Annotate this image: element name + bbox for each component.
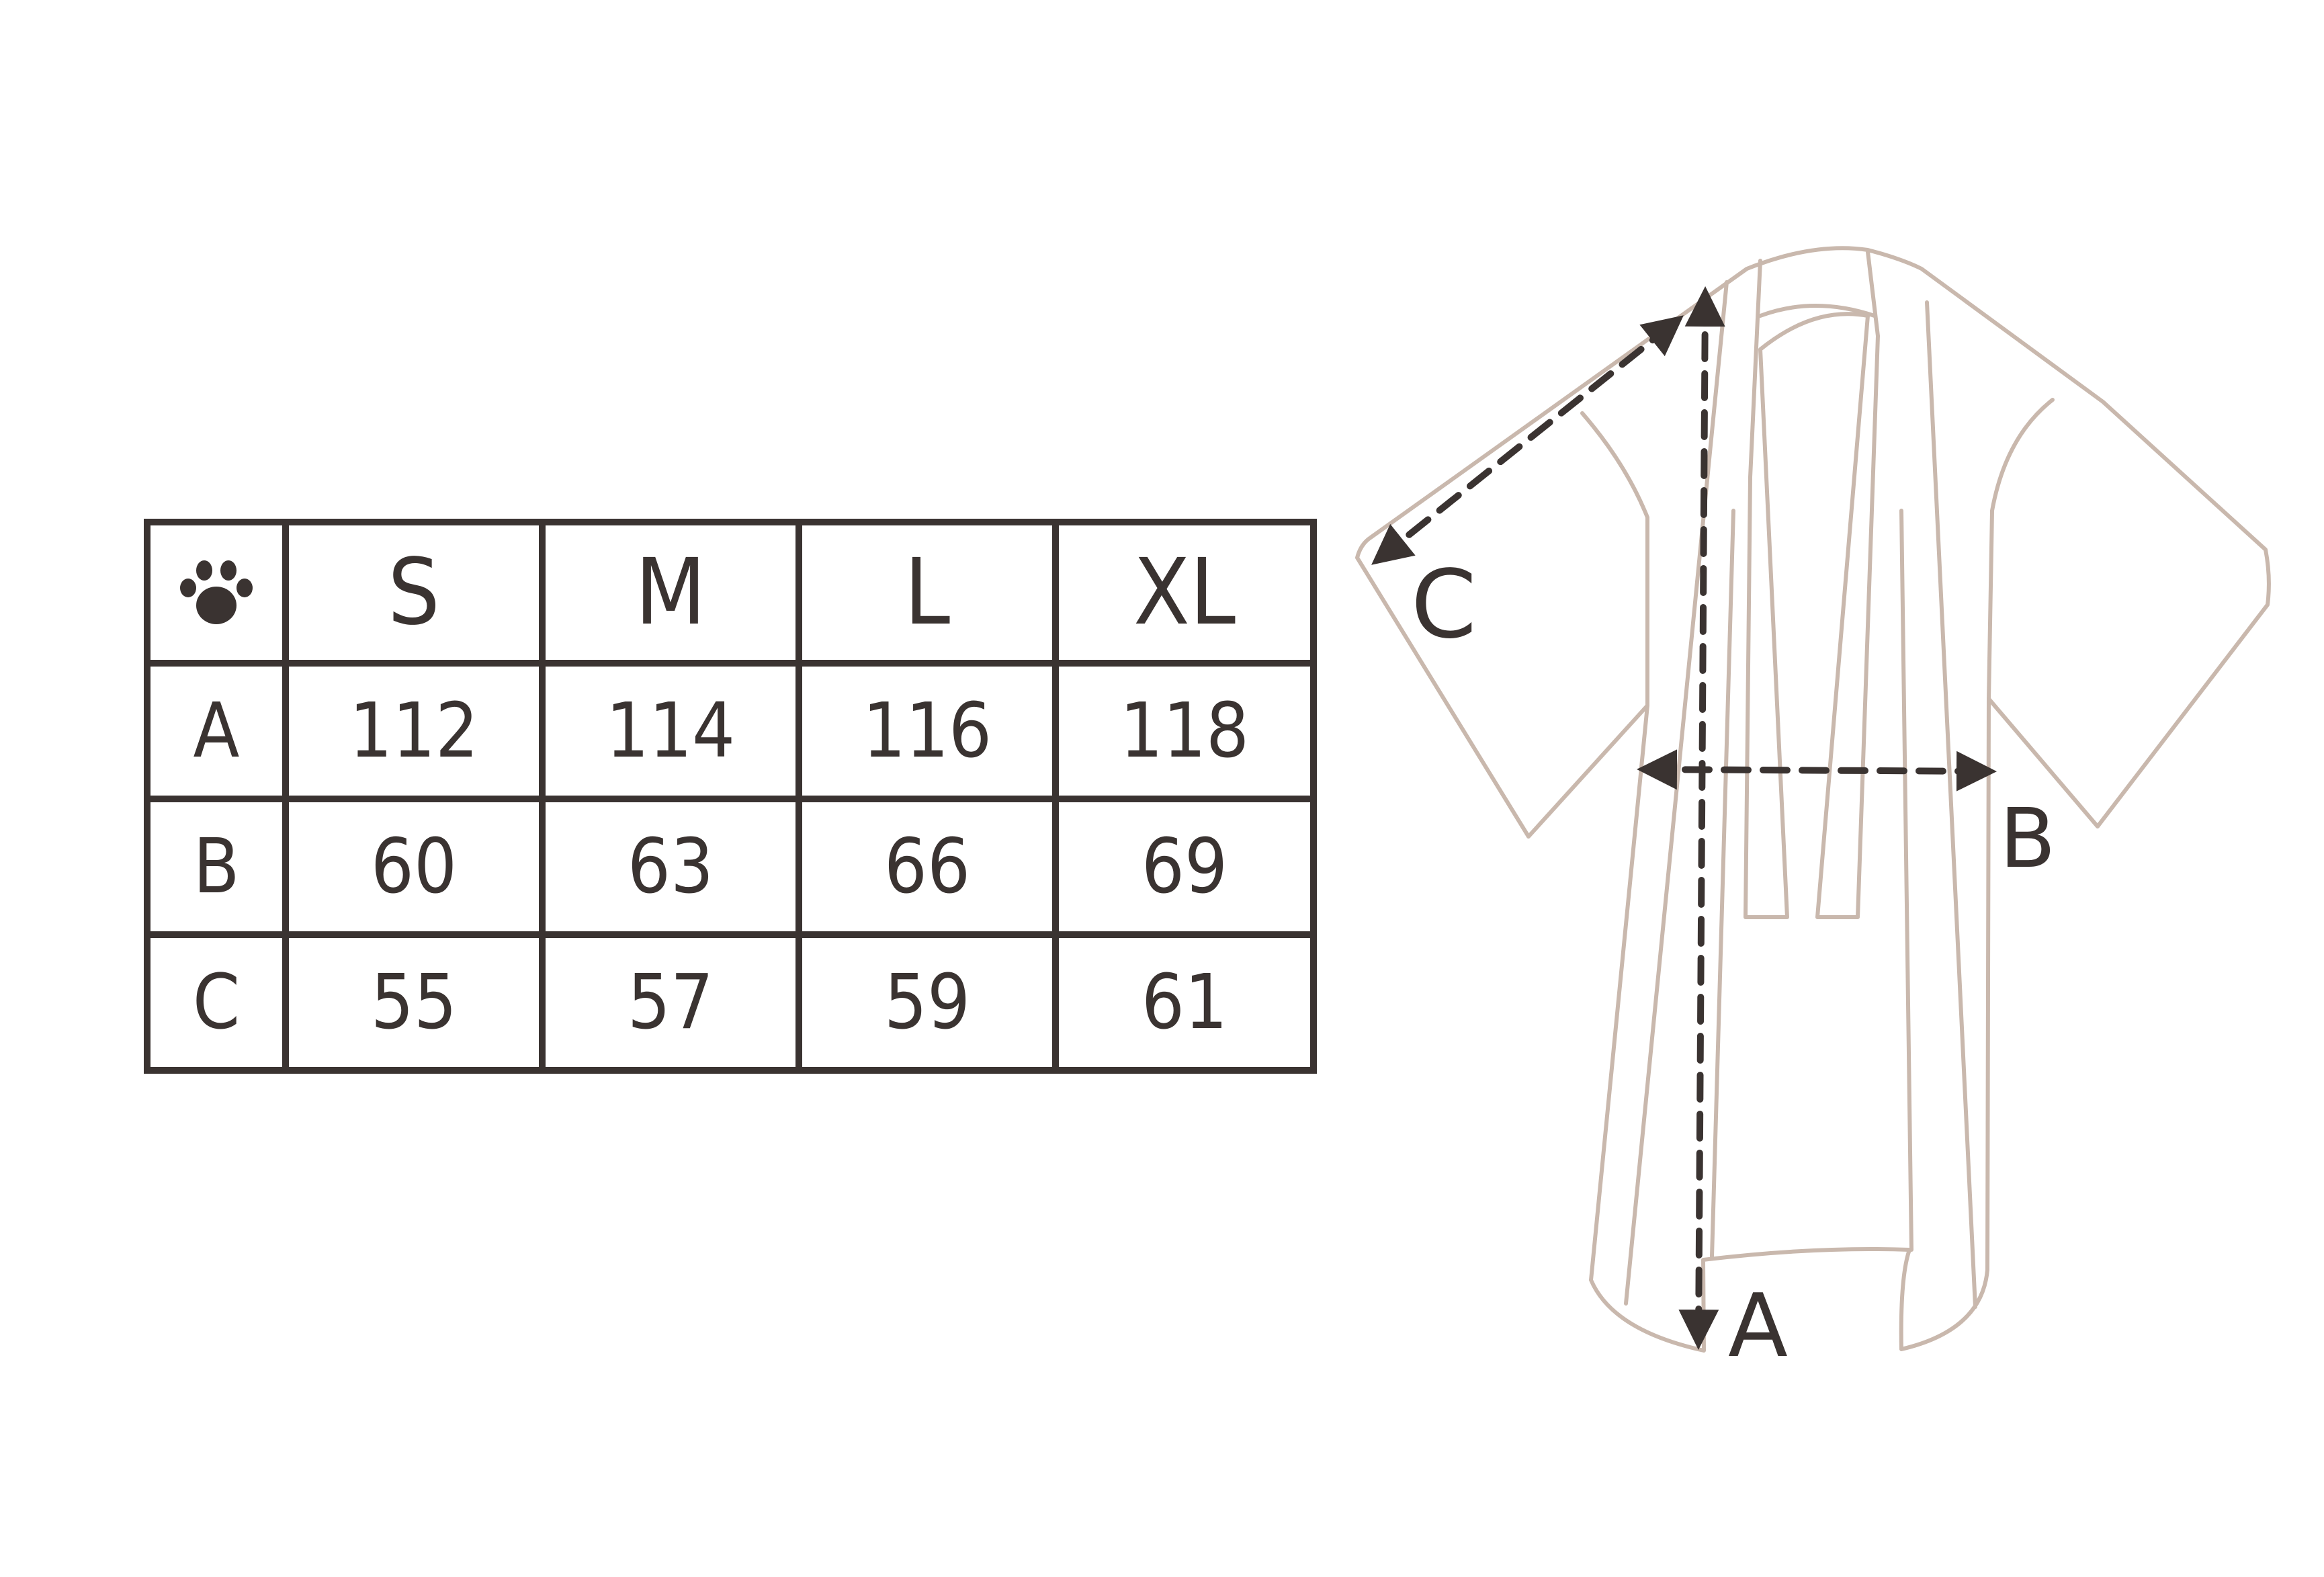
size-header-m: M bbox=[539, 519, 802, 667]
cell-a-xl: 118 bbox=[1052, 660, 1317, 802]
cell-a-s: 112 bbox=[282, 660, 546, 802]
kimono-outline-icon bbox=[1355, 246, 2271, 1353]
cell-c-m: 57 bbox=[539, 931, 802, 1074]
cell-a-l: 116 bbox=[795, 660, 1059, 802]
size-header-xl: XL bbox=[1052, 519, 1317, 667]
corner-cell bbox=[144, 519, 289, 667]
front-panel-line-right bbox=[1925, 300, 1977, 1309]
paw-icon bbox=[180, 560, 253, 624]
table-row: B 60 63 66 69 bbox=[144, 796, 1317, 938]
cell-b-m: 63 bbox=[539, 796, 802, 938]
right-sleeve-seam bbox=[1987, 398, 2055, 701]
kimono-body-outline bbox=[1355, 246, 2271, 1353]
label-a: A bbox=[1728, 1275, 1788, 1377]
cell-c-l: 59 bbox=[795, 931, 1059, 1074]
size-chart-table: S M L XL A 112 114 116 118 B 60 63 66 69… bbox=[144, 519, 1317, 1074]
cell-a-m: 114 bbox=[539, 660, 802, 802]
arrow-a-length bbox=[1678, 286, 1725, 1350]
left-sleeve-seam bbox=[1580, 411, 1649, 708]
table-row: C 55 57 59 61 bbox=[144, 931, 1317, 1074]
kimono-collar-inner bbox=[1758, 304, 1877, 318]
inner-panel-line-left bbox=[1710, 509, 1735, 1259]
row-label-a: A bbox=[144, 660, 289, 802]
table-row: A 112 114 116 118 bbox=[144, 660, 1317, 802]
size-header-row: S M L XL bbox=[144, 519, 1317, 667]
inner-panel-line-right bbox=[1899, 509, 1913, 1252]
front-panel-line-left bbox=[1624, 280, 1729, 1306]
row-label-b: B bbox=[144, 796, 289, 938]
cell-c-xl: 61 bbox=[1052, 931, 1317, 1074]
cell-c-s: 55 bbox=[282, 931, 546, 1074]
label-b: B bbox=[1999, 791, 2056, 886]
size-header-s: S bbox=[282, 519, 546, 667]
arrow-c-sleeve bbox=[1371, 315, 1684, 565]
measurement-arrows bbox=[1371, 286, 1997, 1350]
cell-b-s: 60 bbox=[282, 796, 546, 938]
arrow-b-width bbox=[1637, 749, 1997, 792]
cell-b-l: 66 bbox=[795, 796, 1059, 938]
kimono-collar bbox=[1744, 250, 1880, 919]
row-label-c: C bbox=[144, 931, 289, 1074]
label-c: C bbox=[1411, 550, 1477, 660]
size-header-l: L bbox=[795, 519, 1059, 667]
cell-b-xl: 69 bbox=[1052, 796, 1317, 938]
